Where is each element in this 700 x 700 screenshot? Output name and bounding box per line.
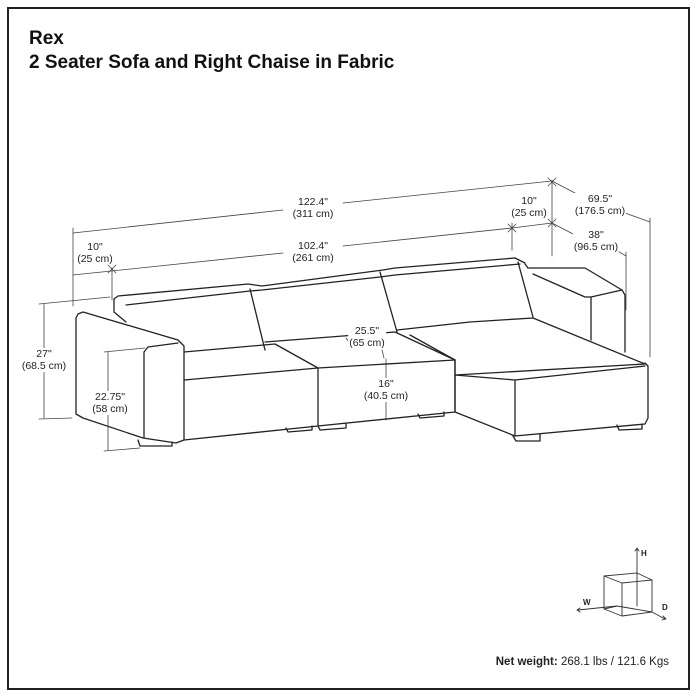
dim-inches: 122.4" [297,196,328,208]
product-title: Rex 2 Seater Sofa and Right Chaise in Fa… [29,27,394,75]
chaise-depth-label: 69.5" (176.5 cm) [573,193,627,217]
axis-depth-label: D [662,603,668,612]
left-arm-width-label: 10" (25 cm) [76,241,114,265]
dim-inches: 69.5" [587,193,613,205]
net-weight-label: Net weight: [495,656,558,668]
brand-name: Rex [29,28,64,49]
arm-height-label: 22.75" (58 cm) [91,391,129,415]
sofa-outline [75,257,649,447]
product-name: 2 Seater Sofa and Right Chaise in Fabric [29,52,395,73]
dim-cm: (25 cm) [511,207,547,219]
axis-height-label: H [641,549,647,558]
dim-cm: (96.5 cm) [573,241,619,253]
dim-inches: 16" [378,378,394,390]
dim-cm: (40.5 cm) [363,390,409,402]
dim-inches: 27" [36,348,52,360]
overall-height-label: 27" (68.5 cm) [20,348,68,372]
sofa-depth-label: 38" (96.5 cm) [572,229,620,253]
dim-inches: 102.4" [297,240,328,252]
axis-width-label: W [583,598,591,607]
dim-inches: 38" [588,229,604,241]
seat-depth-label: 25.5" (65 cm) [348,325,386,349]
dim-cm: (261 cm) [292,252,334,264]
dim-cm: (68.5 cm) [21,360,67,372]
dim-inches: 10" [87,241,103,253]
inner-width-label: 102.4" (261 cm) [291,240,335,264]
seat-height-label: 16" (40.5 cm) [362,378,410,402]
dim-inches: 10" [521,195,537,207]
dim-cm: (311 cm) [292,208,334,220]
dim-cm: (65 cm) [349,337,385,349]
net-weight: Net weight: 268.1 lbs / 121.6 Kgs [496,656,669,668]
overall-width-label: 122.4" (311 cm) [291,196,335,220]
dim-inches: 22.75" [94,391,125,403]
right-arm-width-label: 10" (25 cm) [510,195,548,219]
axes-cube-icon [576,547,667,621]
dim-cm: (176.5 cm) [574,205,626,217]
net-weight-value: 268.1 lbs / 121.6 Kgs [560,656,669,668]
dim-inches: 25.5" [354,325,380,337]
dimension-lines [38,177,651,452]
dim-cm: (25 cm) [77,253,113,265]
diagram-frame [7,7,690,690]
dim-cm: (58 cm) [92,403,128,415]
